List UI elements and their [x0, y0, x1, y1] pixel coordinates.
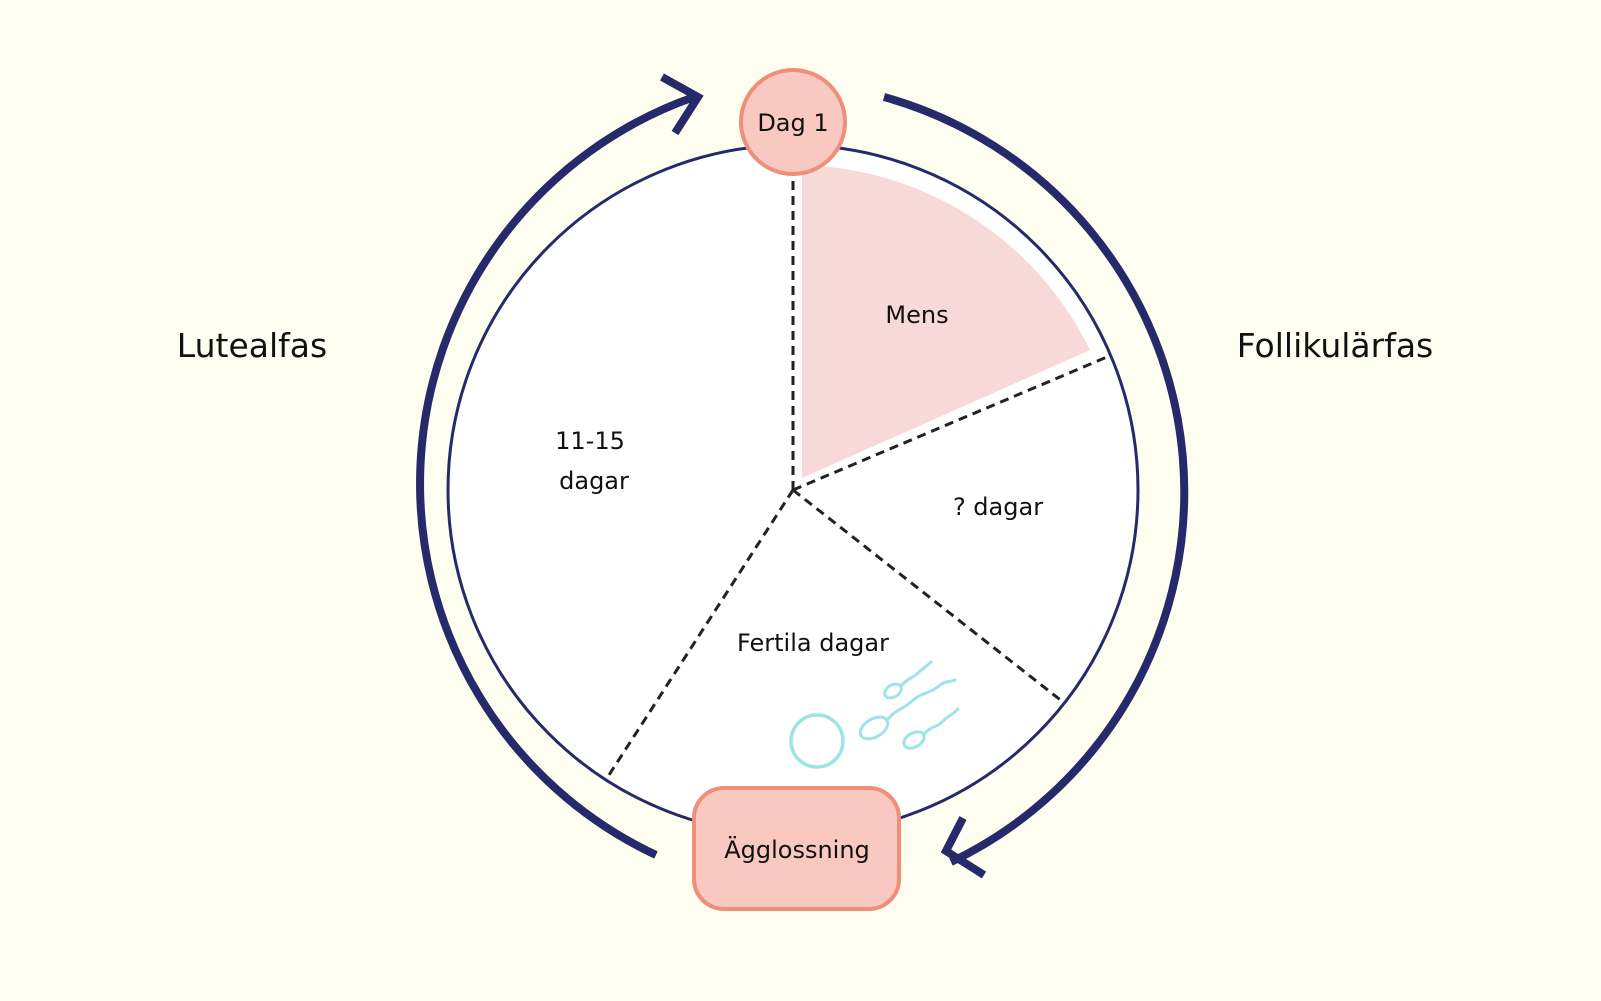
divider-upper-right [792, 355, 1108, 492]
sperm-cell-icon [883, 660, 933, 700]
divider-lower-left [607, 489, 795, 776]
mens-sector [802, 165, 1090, 478]
luteal-days-label-line2: dagar [559, 467, 629, 495]
day1-label: Dag 1 [757, 109, 828, 137]
right-cycle-arc [882, 93, 1189, 866]
sperm-cell-icon [858, 678, 957, 741]
divider-lower-right [792, 488, 1064, 704]
sperm-cells [858, 660, 960, 750]
ovulation-label: Ägglossning [724, 835, 870, 864]
mens-label: Mens [885, 301, 948, 329]
left-cycle-arc [416, 93, 696, 859]
sector-dividers [607, 145, 1108, 776]
fertile-days-label: Fertila dagar [737, 629, 889, 657]
follicular-phase-label: Follikulärfas [1237, 326, 1434, 365]
right-arrowhead-icon [940, 816, 987, 879]
egg-cell-icon [789, 713, 845, 769]
luteal-days-label-line1: 11-15 [555, 427, 625, 455]
day1-badge: Dag 1 [739, 68, 847, 176]
left-arrowhead-icon [660, 73, 704, 136]
ovulation-badge: Ägglossning [692, 786, 901, 911]
sperm-cell-icon [902, 707, 960, 750]
unknown-days-label: ? dagar [953, 493, 1043, 521]
luteal-phase-label: Lutealfas [177, 326, 327, 365]
cycle-arrows [416, 73, 1189, 879]
